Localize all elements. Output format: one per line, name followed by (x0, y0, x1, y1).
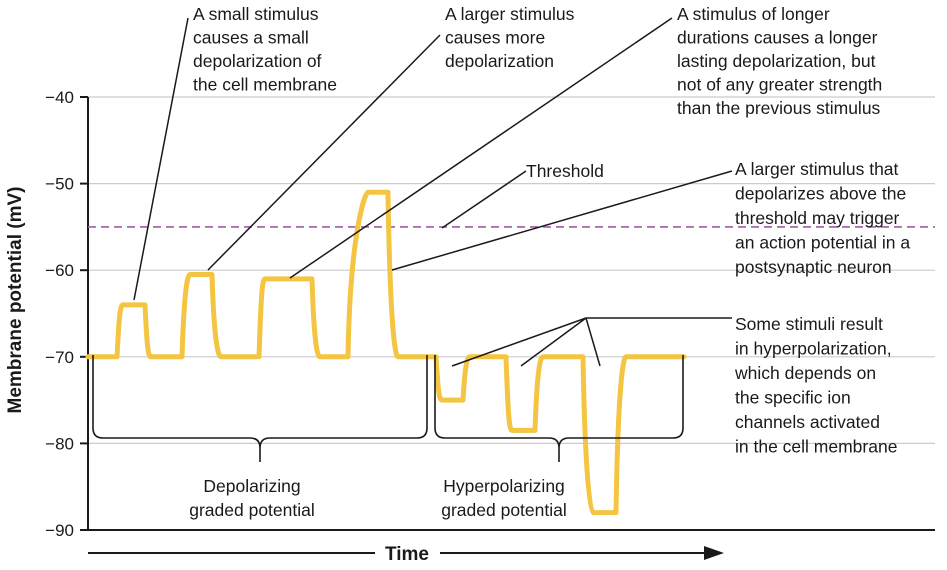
y-tick-label: −80 (45, 434, 74, 453)
x-axis-label: Time (385, 544, 429, 565)
membrane-potential-trace (85, 189, 687, 516)
group-braces (92, 355, 684, 462)
leader-line (289, 17, 673, 279)
depolarizing-brace (92, 355, 428, 462)
y-tick-label: −70 (45, 348, 74, 367)
hyperpolarizing-brace (434, 355, 684, 462)
annotation-leader-lines (133, 17, 733, 367)
leader-line (207, 34, 441, 271)
leader-line (520, 317, 587, 367)
leader-line (441, 170, 527, 229)
y-tick-label: −60 (45, 261, 74, 280)
x-axis-arrow (88, 546, 724, 560)
y-tick-label: −40 (45, 88, 74, 107)
leader-line (133, 17, 189, 301)
leader-line (451, 317, 587, 367)
threshold-label: Threshold (526, 161, 604, 181)
y-tick-label: −50 (45, 175, 74, 194)
leader-line (391, 170, 733, 271)
y-ticks: −40 −50 −60 −70 −80 −90 (45, 88, 88, 540)
leader-line (585, 317, 601, 367)
y-axis-label: Membrane potential (mV) (5, 187, 26, 414)
y-tick-label: −90 (45, 521, 74, 540)
